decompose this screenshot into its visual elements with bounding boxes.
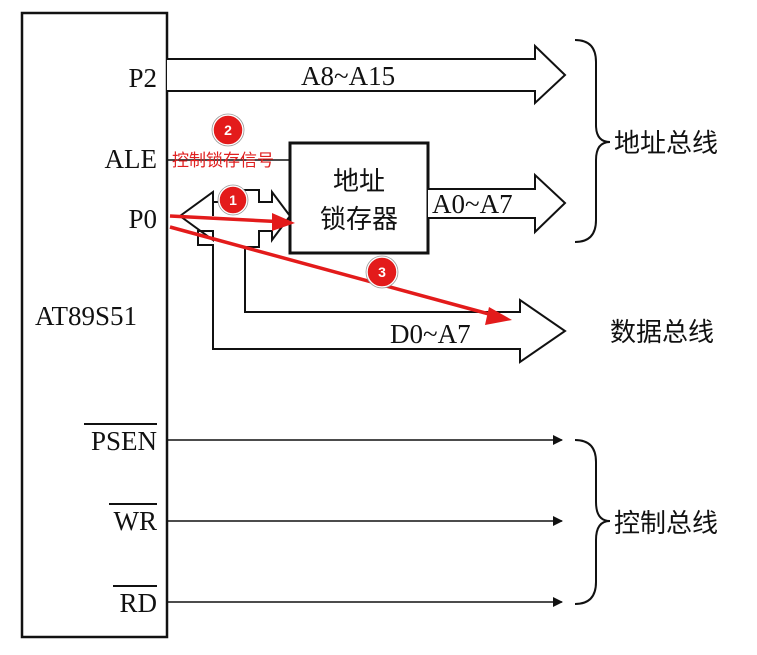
badge-3: 3 (365, 255, 399, 289)
control-bus-brace (574, 439, 611, 605)
d0-a7-label: D0~A7 (390, 319, 471, 349)
pin-psen-label: PSEN (91, 426, 157, 456)
chip-name: AT89S51 (35, 301, 137, 331)
svg-text:3: 3 (378, 264, 386, 280)
control-bus-label: 控制总线 (614, 509, 718, 539)
address-bus-label: 地址总线 (614, 129, 718, 159)
badge-1: 1 (217, 184, 249, 216)
pin-p2-label: P2 (128, 63, 157, 93)
a8-a15-bus-arrow (167, 43, 567, 106)
annotation-arrowhead-3 (485, 307, 512, 325)
chip-body (20, 11, 169, 639)
pin-ale-label: ALE (105, 144, 157, 174)
address-latch (288, 141, 430, 255)
pin-rd-label: RD (119, 588, 157, 618)
badge-2: 2 (211, 113, 245, 147)
annotation-arrowhead-1 (272, 213, 295, 231)
a8-a15-label: A8~A15 (301, 61, 395, 91)
latch-line1: 地址 (333, 167, 385, 197)
p0-bus-double-arrow (178, 189, 567, 364)
annotation-arrow-1 (169, 214, 287, 224)
data-bus-label: 数据总线 (610, 318, 714, 348)
svg-text:1: 1 (229, 192, 237, 208)
pin-p0-label: P0 (128, 204, 157, 234)
svg-text:2: 2 (224, 122, 232, 138)
address-bus-brace (574, 39, 611, 243)
latch-line2: 锁存器 (320, 205, 398, 235)
annotation-arrow-3 (169, 225, 501, 319)
a0-a7-bus-arrow (428, 172, 567, 235)
a0-a7-label: A0~A7 (432, 189, 513, 219)
latch-signal-annotation: 控制锁存信号 (172, 151, 274, 171)
pin-wr-label: WR (114, 506, 158, 536)
